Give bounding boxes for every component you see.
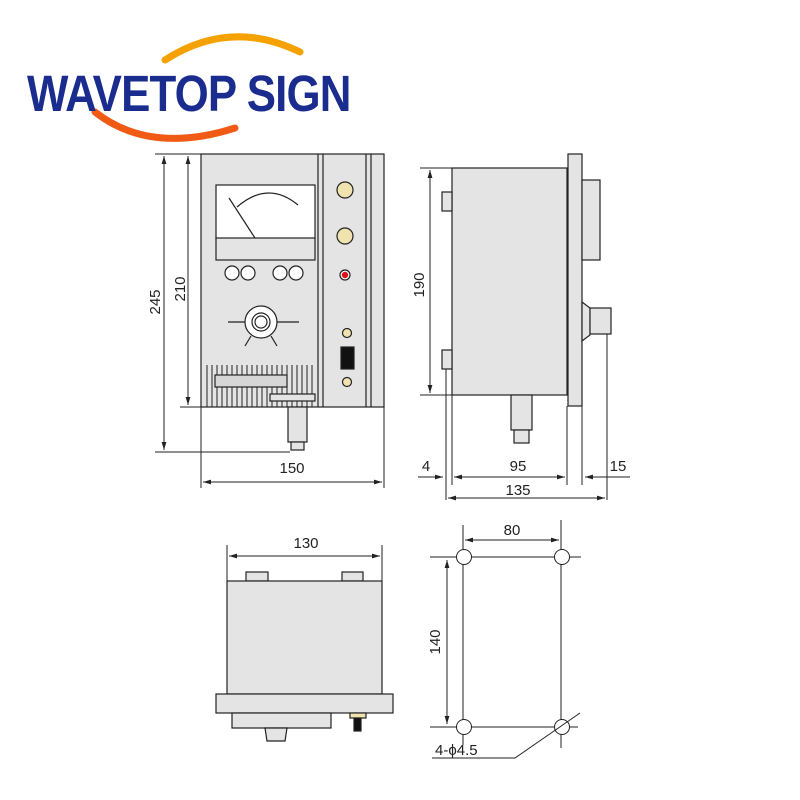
side-view — [441, 153, 612, 444]
dim-side-height: 190 — [411, 272, 428, 297]
dim-bottom-width: 130 — [293, 535, 318, 552]
dim-front-width: 150 — [279, 460, 304, 477]
dim-hole-spec: 4-ϕ4.5 — [435, 742, 478, 759]
bottom-view — [215, 571, 394, 742]
brand-name: WAVETOP SIGN — [27, 65, 351, 122]
side-dimensions — [418, 167, 630, 501]
dim-total-height: 245 — [147, 289, 164, 314]
dim-body-height: 210 — [172, 276, 189, 301]
dim-hole-spacing-x: 80 — [504, 522, 521, 539]
mounting-hole-icon — [456, 549, 570, 735]
mounting-view — [430, 520, 581, 759]
brand-logo: WAVETOP SIGN — [0, 20, 400, 150]
front-view — [200, 153, 385, 451]
front-dimensions — [155, 153, 385, 488]
bottom-dimensions — [226, 545, 383, 581]
dim-left-offset: 4 — [422, 458, 430, 475]
dim-total-depth: 135 — [505, 482, 530, 499]
dim-right-offset: 15 — [610, 458, 627, 475]
dim-depth: 95 — [510, 458, 527, 475]
dim-hole-spacing-y: 140 — [427, 629, 444, 654]
logo-arcs-icon — [91, 33, 304, 142]
